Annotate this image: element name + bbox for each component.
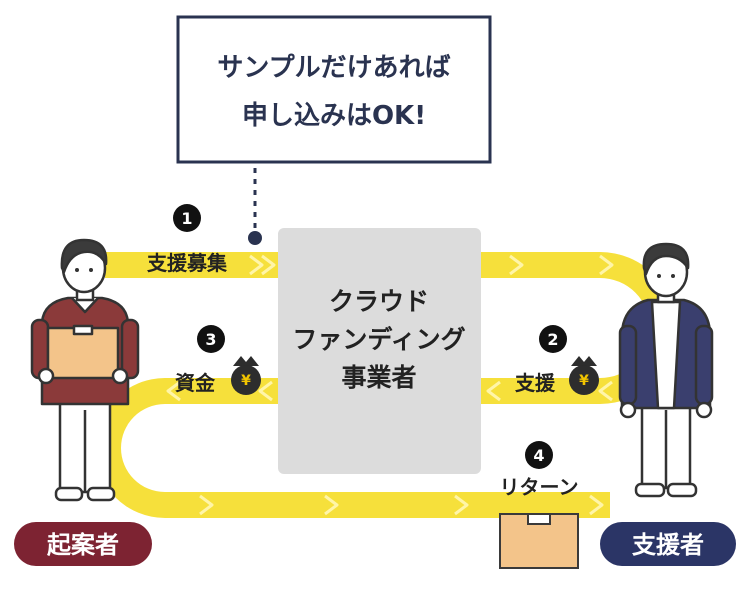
callout-pointer-dot bbox=[248, 231, 262, 245]
flow-band-right-loop bbox=[480, 252, 676, 404]
step-3: 3 資金 ¥ bbox=[175, 325, 261, 395]
step-3-number: 3 bbox=[205, 330, 216, 349]
callout-line-2: 申し込みはOK! bbox=[242, 101, 426, 131]
step-4-label: リターン bbox=[500, 475, 579, 499]
callout-box: サンプルだけあれば 申し込みはOK! bbox=[176, 15, 492, 245]
step-2: 2 支援 ¥ bbox=[515, 325, 599, 395]
step-1-label: 支援募集 bbox=[147, 251, 228, 275]
step-3-label: 資金 bbox=[175, 371, 216, 395]
step-2-number: 2 bbox=[547, 330, 558, 349]
callout-line-1: サンプルだけあれば bbox=[217, 53, 450, 83]
flow-band-left-loop bbox=[95, 378, 610, 518]
supporter-badge: 支援者 bbox=[600, 522, 736, 566]
money-bag-icon: ¥ bbox=[569, 356, 599, 395]
proposer-badge-label: 起案者 bbox=[46, 531, 119, 559]
platform-line-2: ファンディング bbox=[292, 325, 465, 354]
flow-band-recruit bbox=[105, 252, 285, 278]
proposer-person-icon bbox=[30, 238, 140, 502]
platform-box: クラウド ファンディング 事業者 bbox=[278, 228, 481, 474]
supporter-badge-label: 支援者 bbox=[632, 531, 704, 559]
money-bag-symbol-right: ¥ bbox=[579, 373, 589, 389]
step-4: 4 リターン bbox=[500, 441, 579, 499]
proposer-badge: 起案者 bbox=[14, 522, 152, 566]
flow-chevrons bbox=[166, 254, 614, 516]
step-1: 1 支援募集 bbox=[147, 204, 228, 275]
money-bag-symbol-left: ¥ bbox=[241, 373, 251, 389]
parcel-box-icon bbox=[499, 513, 579, 569]
step-2-label: 支援 bbox=[515, 371, 556, 395]
flow-bands bbox=[95, 252, 676, 518]
step-4-number: 4 bbox=[533, 446, 544, 465]
platform-line-1: クラウド bbox=[329, 287, 429, 316]
platform-line-3: 事業者 bbox=[341, 363, 416, 392]
step-1-number: 1 bbox=[181, 209, 192, 228]
supporter-person-icon bbox=[618, 242, 714, 498]
money-bag-icon: ¥ bbox=[231, 356, 261, 395]
